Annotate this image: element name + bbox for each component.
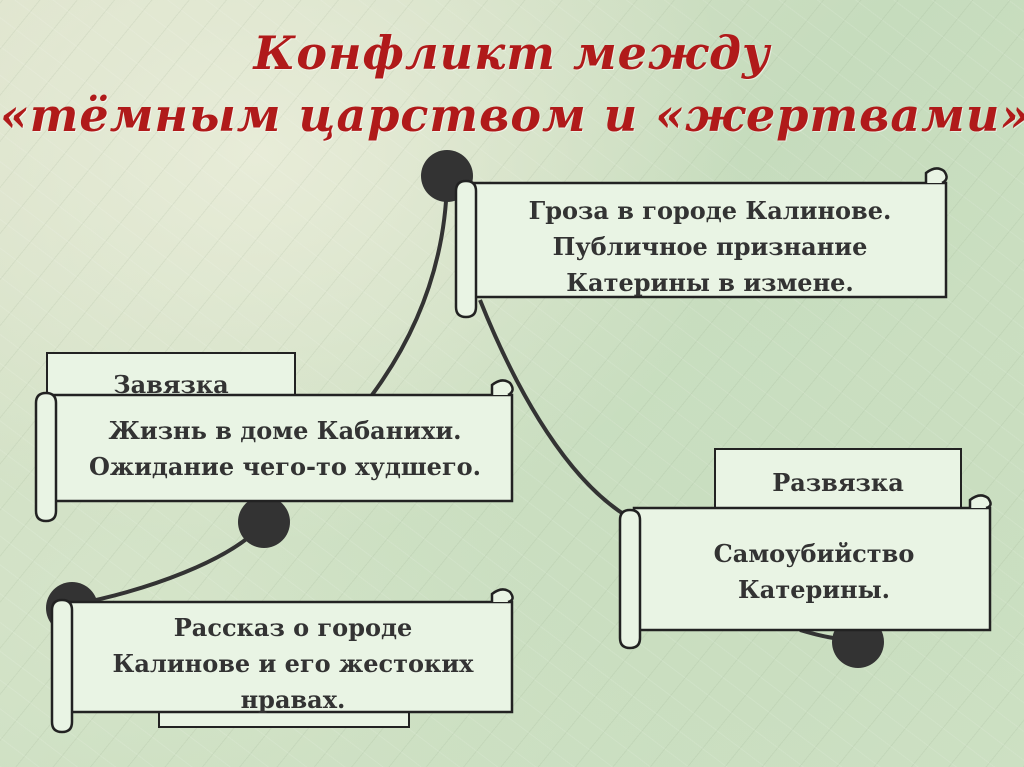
scroll-zavyazka: Жизнь в доме Кабанихи. Ожидание чего-то … [30,375,518,525]
scroll-climax-text: Гроза в городе Калинове. Публичное призн… [528,196,892,297]
scroll-climax: Гроза в городе Калинове. Публичное призн… [450,165,952,325]
slide-title-line-1: Конфликт между [253,26,771,80]
scroll-zavyazka-text: Жизнь в доме Кабанихи. Ожидание чего-то … [88,416,482,481]
razvyazka-label: Развязка [772,468,904,497]
curve-start-to-climax [370,181,449,397]
scroll-exposition: Рассказ о городе Калинове и его жестоких… [46,588,516,736]
curve-climax-to-resolution [478,299,627,517]
scroll-resolution: Самоубийство Катерины. [614,490,996,650]
slide-title-line-2: «тёмным царством и «жертвами» [0,88,1024,142]
scroll-exposition-text: Рассказ о городе Калинове и его жестоких… [112,613,474,714]
razvyazka-label-box: Развязка [714,448,962,518]
scroll-resolution-text: Самоубийство Катерины. [713,539,915,604]
node-zavyazka [238,496,290,548]
